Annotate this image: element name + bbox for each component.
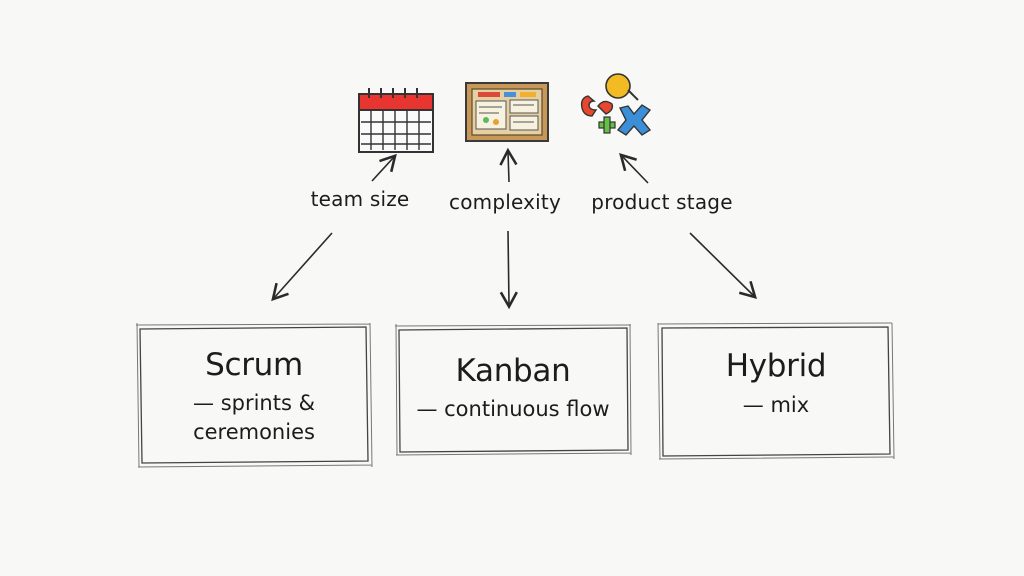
factor-label-team-size: team size (310, 187, 410, 211)
method-title: Kanban (455, 353, 571, 389)
box-frame (135, 322, 373, 468)
method-description-line: — sprints & (193, 391, 315, 415)
method-description-line: ceremonies (193, 420, 315, 444)
method-title: Hybrid (725, 348, 827, 384)
calendar-icon (358, 88, 434, 153)
box-frame (657, 322, 895, 460)
method-description-line: — mix (742, 393, 810, 417)
arrow-team-size-to-scrum (271, 232, 333, 302)
factor-label-product-stage: product stage (591, 190, 733, 214)
arrow-product-stage-to-symbols (619, 152, 649, 184)
math-symbols-icon (580, 73, 652, 136)
arrow-product-stage-to-hybrid (689, 232, 758, 299)
method-title: Scrum (205, 347, 303, 383)
box-frame (394, 323, 632, 456)
method-box-scrum: Scrum — sprints & ceremonies (134, 321, 374, 468)
arrow-team-size-to-calendar (371, 153, 397, 182)
kanban-board-icon (465, 82, 549, 142)
arrow-complexity-to-kanban (499, 230, 518, 310)
method-box-kanban: Kanban — continuous flow (393, 323, 633, 456)
factor-label-complexity: complexity (449, 190, 561, 214)
method-box-hybrid: Hybrid — mix (656, 322, 896, 460)
arrow-complexity-to-board (499, 147, 518, 183)
method-description-line: — continuous flow (416, 397, 610, 421)
